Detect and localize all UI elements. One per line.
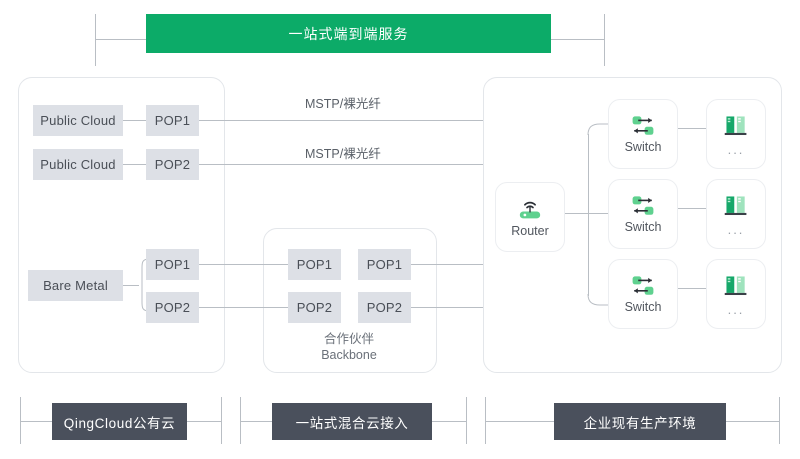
node-public-cloud-1[interactable]: Public Cloud [33,105,123,136]
server-label-3: ... [727,302,745,317]
link-pop1-to-backbone-pop1 [199,264,289,265]
node-backbone-left-pop1[interactable]: POP1 [288,249,341,280]
node-public-cloud-2[interactable]: Public Cloud [33,149,123,180]
node-backbone-right-pop1[interactable]: POP1 [358,249,411,280]
banner-right-tick [604,14,605,66]
legend-tick-2-left [240,397,241,444]
switch-trunk-vertical [588,134,589,296]
server-rack-icon [724,196,747,216]
banner-left-tick [95,14,96,66]
banner-left-rule [95,39,147,40]
label-mstp-bottom: MSTP/裸光纤 [305,147,381,161]
link-switch2-server2 [678,208,707,209]
switch-card-1[interactable]: Switch [608,99,678,169]
trunk-branch-top [587,123,610,136]
link-backbone-pop2-to-dc [411,307,484,308]
node-pop1-top[interactable]: POP1 [146,105,199,136]
server-label-1: ... [727,142,745,157]
legend-hybrid-cloud-access: 一站式混合云接入 [272,403,432,440]
backbone-caption-en: Backbone [321,348,377,362]
switch-card-3[interactable]: Switch [608,259,678,329]
router-card[interactable]: Router [495,182,565,252]
legend-tick-1-left [20,397,21,444]
link-mstp-top [199,120,484,121]
node-pop2-bottom[interactable]: POP2 [146,292,199,323]
server-label-2: ... [727,222,745,237]
legend-rule-3-left [485,421,555,422]
legend-rule-2-right [432,421,467,422]
server-rack-icon [724,116,747,136]
legend-rule-1-right [187,421,222,422]
legend-tick-3-left [485,397,486,444]
node-pop2-top[interactable]: POP2 [146,149,199,180]
server-card-2[interactable]: ... [706,179,766,249]
link-switch1-server1 [678,128,707,129]
link-switch3-server3 [678,288,707,289]
link-mstp-bottom [199,164,484,165]
link-public-cloud-1-to-pop1 [123,120,146,121]
switch-label-1: Switch [624,140,662,155]
label-mstp-top: MSTP/裸光纤 [305,97,381,111]
server-card-1[interactable]: ... [706,99,766,169]
link-public-cloud-2-to-pop2 [123,164,146,165]
bare-metal-bracket [141,258,150,312]
node-bare-metal[interactable]: Bare Metal [28,270,123,301]
link-backbone-pop1-to-dc [411,264,484,265]
router-label: Router [511,224,549,239]
banner-right-rule [551,39,604,40]
legend-enterprise-production: 企业现有生产环境 [554,403,726,440]
node-backbone-left-pop2[interactable]: POP2 [288,292,341,323]
node-backbone-right-pop2[interactable]: POP2 [358,292,411,323]
switch-card-2[interactable]: Switch [608,179,678,249]
link-pop2-to-backbone-pop2 [199,307,289,308]
legend-tick-3-right [779,397,780,444]
server-rack-icon [724,276,747,296]
legend-rule-1-left [20,421,53,422]
backbone-caption-cn: 合作伙伴 [323,332,374,346]
switch-label-2: Switch [624,220,662,235]
top-banner: 一站式端到端服务 [146,14,551,53]
switch-icon [632,116,654,136]
server-card-3[interactable]: ... [706,259,766,329]
node-pop1-bottom[interactable]: POP1 [146,249,199,280]
legend-tick-2-right [466,397,467,444]
switch-icon [632,196,654,216]
router-icon [519,202,541,219]
legend-qingcloud-public-cloud: QingCloud公有云 [52,403,187,440]
switch-icon [632,276,654,296]
switch-label-3: Switch [624,300,662,315]
bare-metal-stub [123,285,139,286]
legend-rule-3-right [726,421,780,422]
link-router-trunk [565,213,620,214]
trunk-branch-bottom [587,293,610,306]
legend-tick-1-right [221,397,222,444]
legend-rule-2-left [240,421,273,422]
